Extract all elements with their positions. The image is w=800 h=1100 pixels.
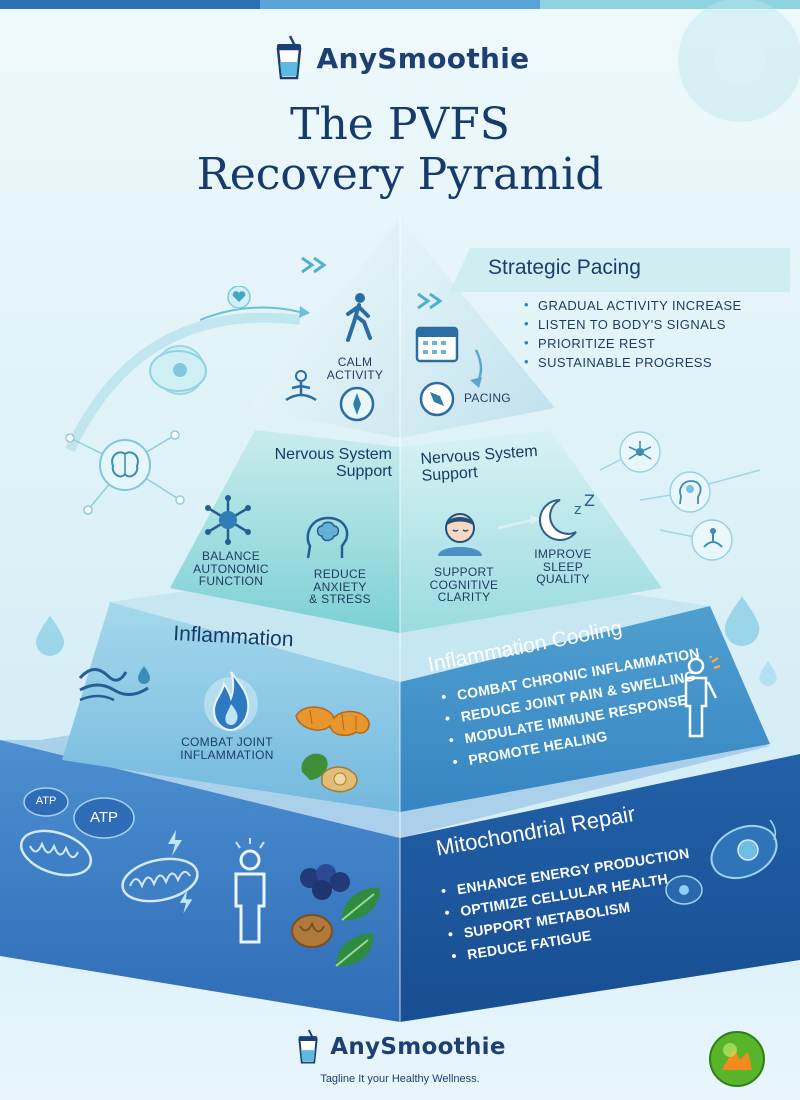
- footer-tagline: Tagline It your Healthy Wellness.: [320, 1073, 480, 1085]
- footer-brand: AnySmoothie: [0, 1028, 800, 1066]
- list-item: GRADUAL ACTIVITY INCREASE: [524, 297, 742, 317]
- neuron-icon: [205, 495, 251, 545]
- pacing-caption: PACING: [464, 391, 511, 405]
- brain-icon: [679, 480, 702, 505]
- blueberries-icon: [300, 864, 350, 900]
- mitochondria-icon: [121, 857, 199, 903]
- ginger-icon: [301, 753, 358, 793]
- meditation-icon: [703, 528, 723, 548]
- person-joint-pain-icon: [684, 656, 721, 738]
- wave-icon: [78, 666, 150, 702]
- strategic-pacing-heading: Strategic Pacing: [488, 256, 641, 279]
- strategic-pacing-list: GRADUAL ACTIVITY INCREASE LISTEN TO BODY…: [524, 297, 742, 374]
- atp-label: ATP: [89, 809, 119, 826]
- combat-joint-caption: COMBAT JOINT INFLAMMATION: [180, 735, 274, 762]
- lightning-icon: [168, 830, 182, 856]
- reduce-anxiety-caption: REDUCE ANXIETY & STRESS: [309, 567, 371, 607]
- brand-name: AnySmoothie: [316, 41, 530, 75]
- cognitive-clarity-caption: SUPPORT COGNITIVE CLARITY: [429, 565, 499, 605]
- lightning-icon: [179, 890, 193, 914]
- walking-person-icon: [346, 293, 372, 342]
- atp-badge-icon: [23, 787, 69, 817]
- cell-icon: [149, 350, 207, 392]
- moon-sleep-icon: z Z: [539, 492, 595, 541]
- compass-icon: [419, 381, 455, 417]
- svg-text:z: z: [574, 502, 581, 518]
- flame-icon: [204, 671, 258, 732]
- sleeping-face-icon: [438, 513, 482, 556]
- title-line-2: Recovery Pyramid: [196, 149, 604, 200]
- spinach-icon: [335, 933, 374, 967]
- atp-label: ATP: [35, 795, 57, 807]
- brain-icon: [306, 516, 349, 559]
- title-line-1: The PVFS: [290, 99, 510, 150]
- compass-icon: [339, 386, 375, 422]
- cell-icon: [710, 819, 778, 880]
- page-title: The PVFS Recovery Pyramid: [0, 100, 800, 200]
- brand-header: AnySmoothie: [0, 34, 800, 82]
- cup-logo-icon: [276, 35, 301, 80]
- calm-activity-caption: CALM ACTIVITY: [326, 355, 384, 382]
- balance-autonomic-caption: BALANCE AUTONOMIC FUNCTION: [193, 549, 269, 589]
- water-drop-icon: [759, 661, 777, 686]
- top-color-bar: [0, 0, 800, 9]
- cup-logo-icon: [298, 1029, 318, 1064]
- brain-icon: [111, 451, 139, 478]
- sleep-quality-caption: IMPROVE SLEEP QUALITY: [534, 547, 592, 587]
- nervous-left-heading: Nervous System Support: [274, 446, 392, 480]
- list-item: SUSTAINABLE PROGRESS: [524, 354, 742, 374]
- list-item: LISTEN TO BODY'S SIGNALS: [524, 316, 742, 336]
- water-drop-icon: [36, 616, 64, 656]
- spinach-icon: [341, 887, 380, 921]
- atp-badge-icon: [73, 797, 135, 839]
- meditation-icon: [285, 370, 317, 402]
- water-drop-icon: [724, 596, 760, 646]
- list-item: PRIORITIZE REST: [524, 335, 742, 355]
- neuron-icon: [628, 441, 652, 460]
- svg-text:Z: Z: [584, 492, 595, 510]
- heart-icon: [227, 286, 251, 308]
- mitochondria-icon: [19, 829, 93, 877]
- calendar-icon: [415, 326, 459, 363]
- corner-badge-icon: [709, 1031, 765, 1087]
- walnut-icon: [291, 914, 333, 948]
- footer-brand-name: AnySmoothie: [330, 1034, 506, 1060]
- cell-icon: [665, 875, 703, 905]
- person-glow-icon: [234, 838, 266, 944]
- turmeric-icon: [295, 706, 370, 737]
